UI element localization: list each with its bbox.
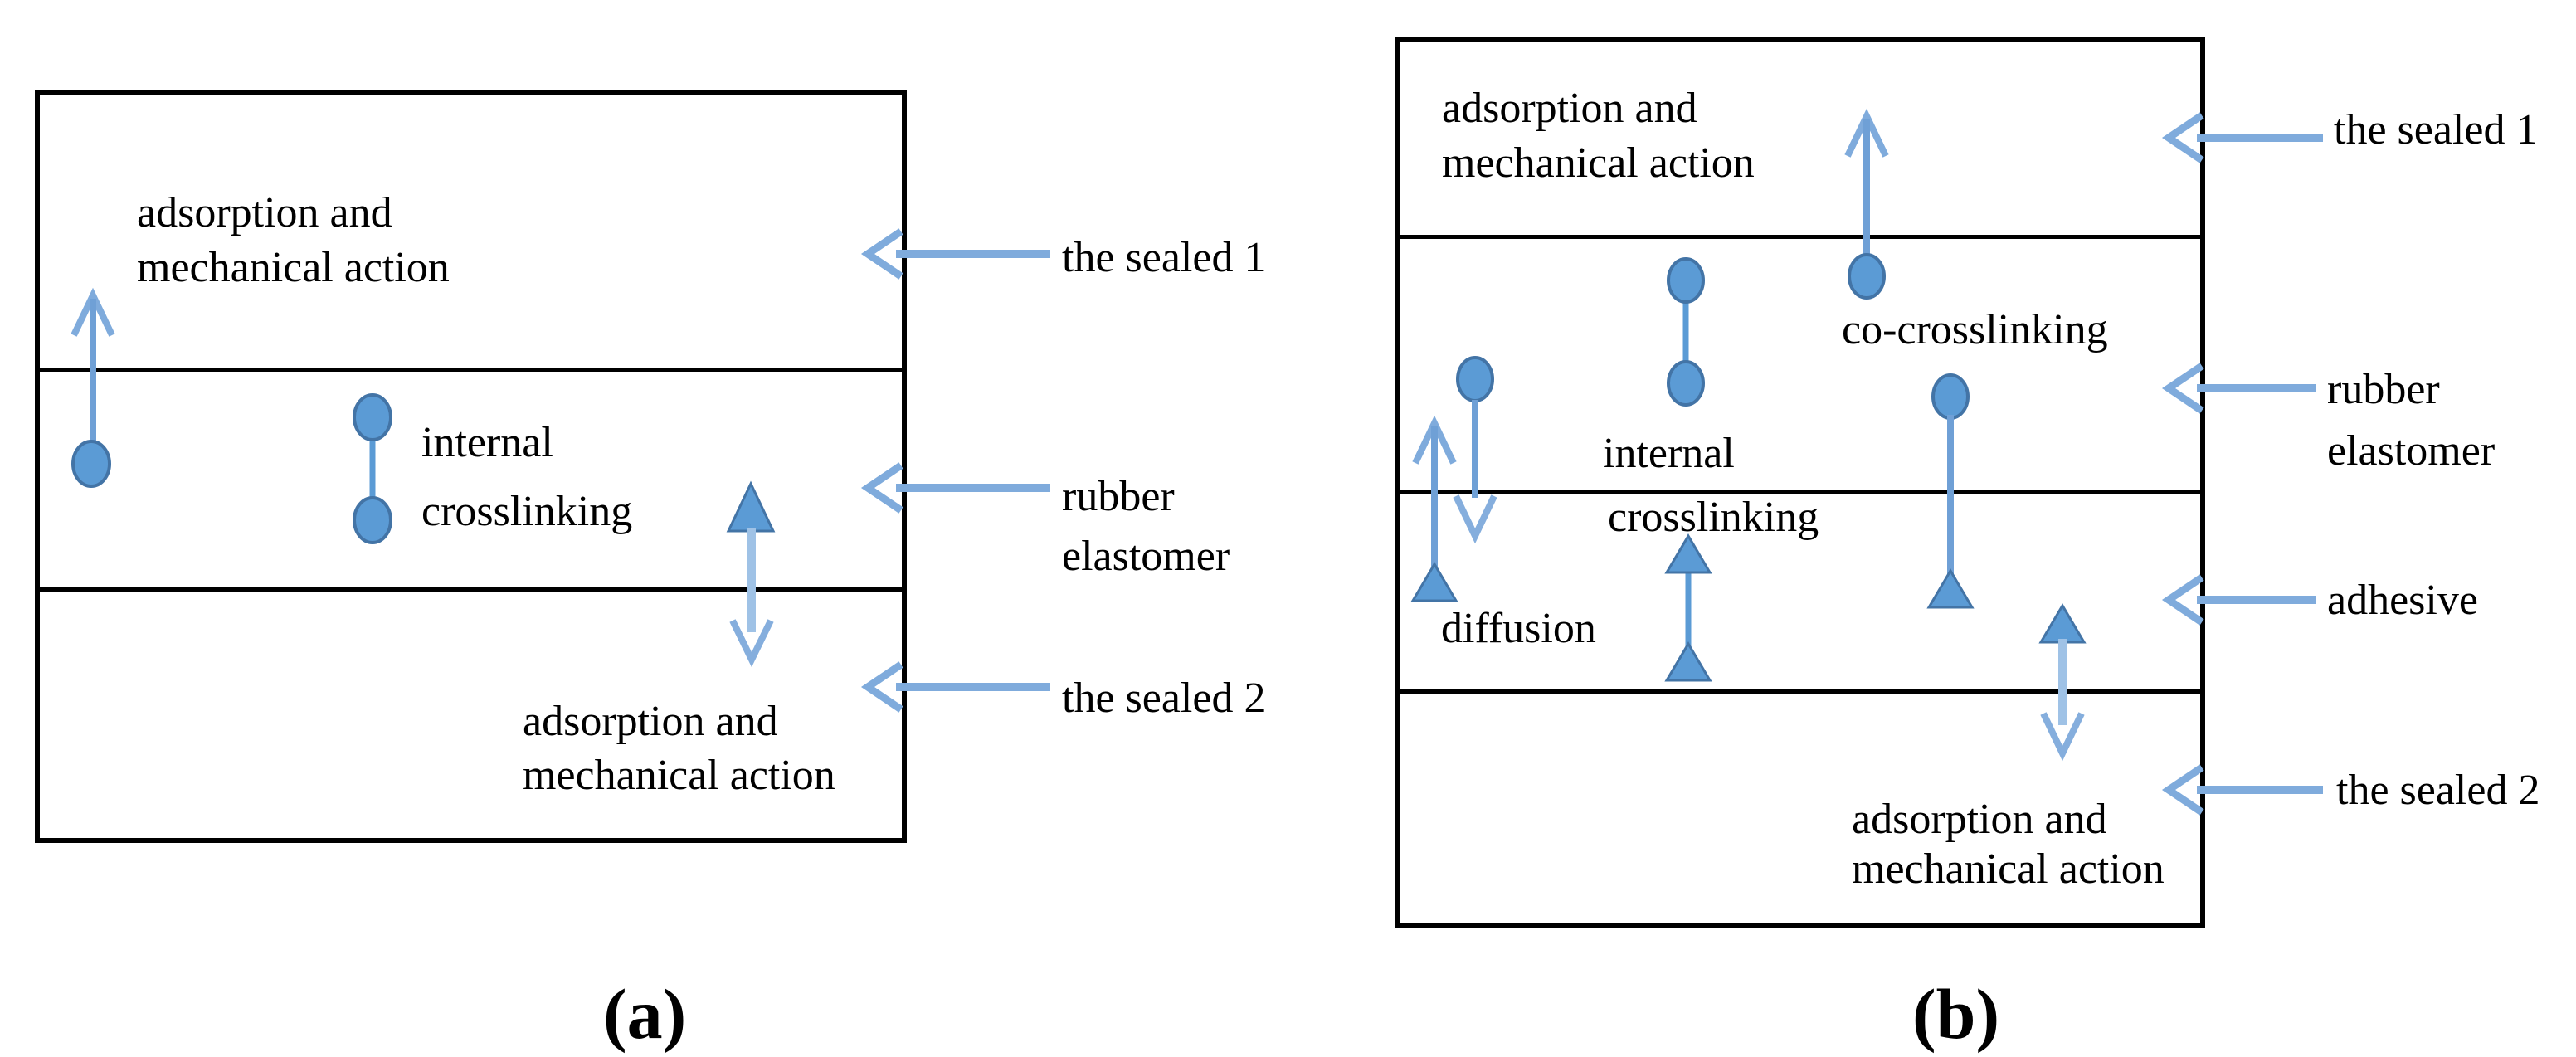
b-label-rubber: rubber <box>2327 366 2440 413</box>
panel-b-caption: (b) <box>1912 974 2000 1054</box>
arrow-left-chevron-icon <box>860 228 903 280</box>
b-adsorption-top-line1: adsorption and <box>1442 85 1697 132</box>
b-rubber-adhesive-cocrosslink <box>1926 373 1975 609</box>
arrow-down-chevron-icon <box>2040 712 2085 762</box>
a-internal-label-line2: crosslinking <box>421 488 633 535</box>
adhesive-molecule-triangle-icon <box>1926 568 1975 609</box>
panel-b-box <box>1395 37 2205 928</box>
b-adsorption-bottom-line2: mechanical action <box>1852 845 2165 893</box>
a-sealed1-pointer-arrow <box>860 228 1050 280</box>
adhesive-molecule-triangle-icon <box>1664 533 1712 574</box>
rubber-molecule-dot-icon <box>1667 257 1705 304</box>
b-adsorption-top-line2: mechanical action <box>1442 139 1755 187</box>
b-label-sealed1: the sealed 1 <box>2334 106 2538 153</box>
a-label-elastomer: elastomer <box>1062 533 1230 580</box>
b-sealed1-pointer-arrow <box>2161 112 2323 163</box>
arrow-left-chevron-icon <box>2161 363 2204 414</box>
a-sealed2-pointer-arrow <box>860 661 1050 713</box>
arrow-left-chevron-icon <box>860 661 903 713</box>
a-label-sealed2: the sealed 2 <box>1062 675 1266 722</box>
a-internal-label-line1: internal <box>421 419 553 466</box>
a-label-sealed1: the sealed 1 <box>1062 234 1266 281</box>
arrow-left-chevron-icon <box>2161 112 2204 163</box>
panel-b-boundary-adhesive-sealed2 <box>1395 689 2205 694</box>
a-label-rubber: rubber <box>1062 473 1175 520</box>
b-internal-label-line2: crosslinking <box>1608 494 1819 541</box>
b-cocrosslink-arrow-up <box>1844 108 1889 300</box>
arrow-left-chevron-icon <box>2161 574 2204 626</box>
b-label-adhesive: adhesive <box>2327 577 2478 624</box>
a-adsorption-double-arrow <box>726 480 776 668</box>
rubber-molecule-dot-icon <box>1456 356 1494 402</box>
panel-a-caption: (a) <box>603 974 687 1054</box>
arrow-down-chevron-icon <box>1453 494 1497 544</box>
panel-a-box <box>35 90 907 843</box>
adhesive-molecule-triangle-icon <box>1664 641 1712 682</box>
b-internal-label-line1: internal <box>1603 430 1735 477</box>
arrow-left-chevron-icon <box>860 462 903 514</box>
b-label-sealed2: the sealed 2 <box>2336 767 2540 814</box>
a-internal-crosslink-pair <box>353 393 392 544</box>
b-rubber-pointer-arrow <box>2161 363 2316 414</box>
rubber-molecule-dot-icon <box>71 440 111 488</box>
panel-b-boundary-rubber-adhesive <box>1395 490 2205 494</box>
arrow-up-chevron-icon <box>1844 108 1889 158</box>
adhesive-molecule-triangle-icon <box>1410 562 1458 602</box>
a-adsorption-bottom-line1: adsorption and <box>523 698 778 745</box>
b-internal-crosslink-pair <box>1667 257 1705 407</box>
b-sealed2-pointer-arrow <box>2161 764 2323 816</box>
b-diffusion-arrow-up <box>1410 415 1458 602</box>
triangle-arrowhead-icon <box>2038 603 2087 644</box>
a-adsorption-arrow-up <box>71 287 115 488</box>
panel-a-boundary-rubber-sealed2 <box>35 587 907 592</box>
panel-a-boundary-sealed1-rubber <box>35 368 907 372</box>
a-adsorption-top-line1: adsorption and <box>137 189 392 236</box>
b-adhesive-crosslink-pair <box>1664 533 1712 682</box>
arrow-left-chevron-icon <box>2161 764 2204 816</box>
b-adsorption-bottom-line1: adsorption and <box>1852 796 2107 843</box>
rubber-molecule-dot-icon <box>353 496 392 544</box>
arrow-up-chevron-icon <box>1412 415 1457 465</box>
b-label-elastomer: elastomer <box>2327 427 2496 475</box>
rubber-molecule-dot-icon <box>1931 373 1970 420</box>
b-diffusion-arrow-down <box>1453 356 1497 544</box>
b-cocrosslinking-label: co-crosslinking <box>1842 306 2108 353</box>
rubber-molecule-dot-icon <box>1848 253 1886 300</box>
a-adsorption-top-line2: mechanical action <box>137 244 450 291</box>
b-adsorption-double-arrow <box>2038 603 2087 762</box>
panel-b-boundary-sealed1-rubber <box>1395 235 2205 239</box>
rubber-molecule-dot-icon <box>1667 360 1705 407</box>
a-rubber-pointer-arrow <box>860 462 1050 514</box>
arrow-down-chevron-icon <box>729 619 774 668</box>
b-diffusion-label: diffusion <box>1441 605 1596 652</box>
b-adhesive-pointer-arrow <box>2161 574 2316 626</box>
arrow-up-chevron-icon <box>71 287 115 337</box>
a-adsorption-bottom-line2: mechanical action <box>523 752 835 799</box>
triangle-arrowhead-icon <box>726 480 776 533</box>
rubber-molecule-dot-icon <box>353 393 392 441</box>
